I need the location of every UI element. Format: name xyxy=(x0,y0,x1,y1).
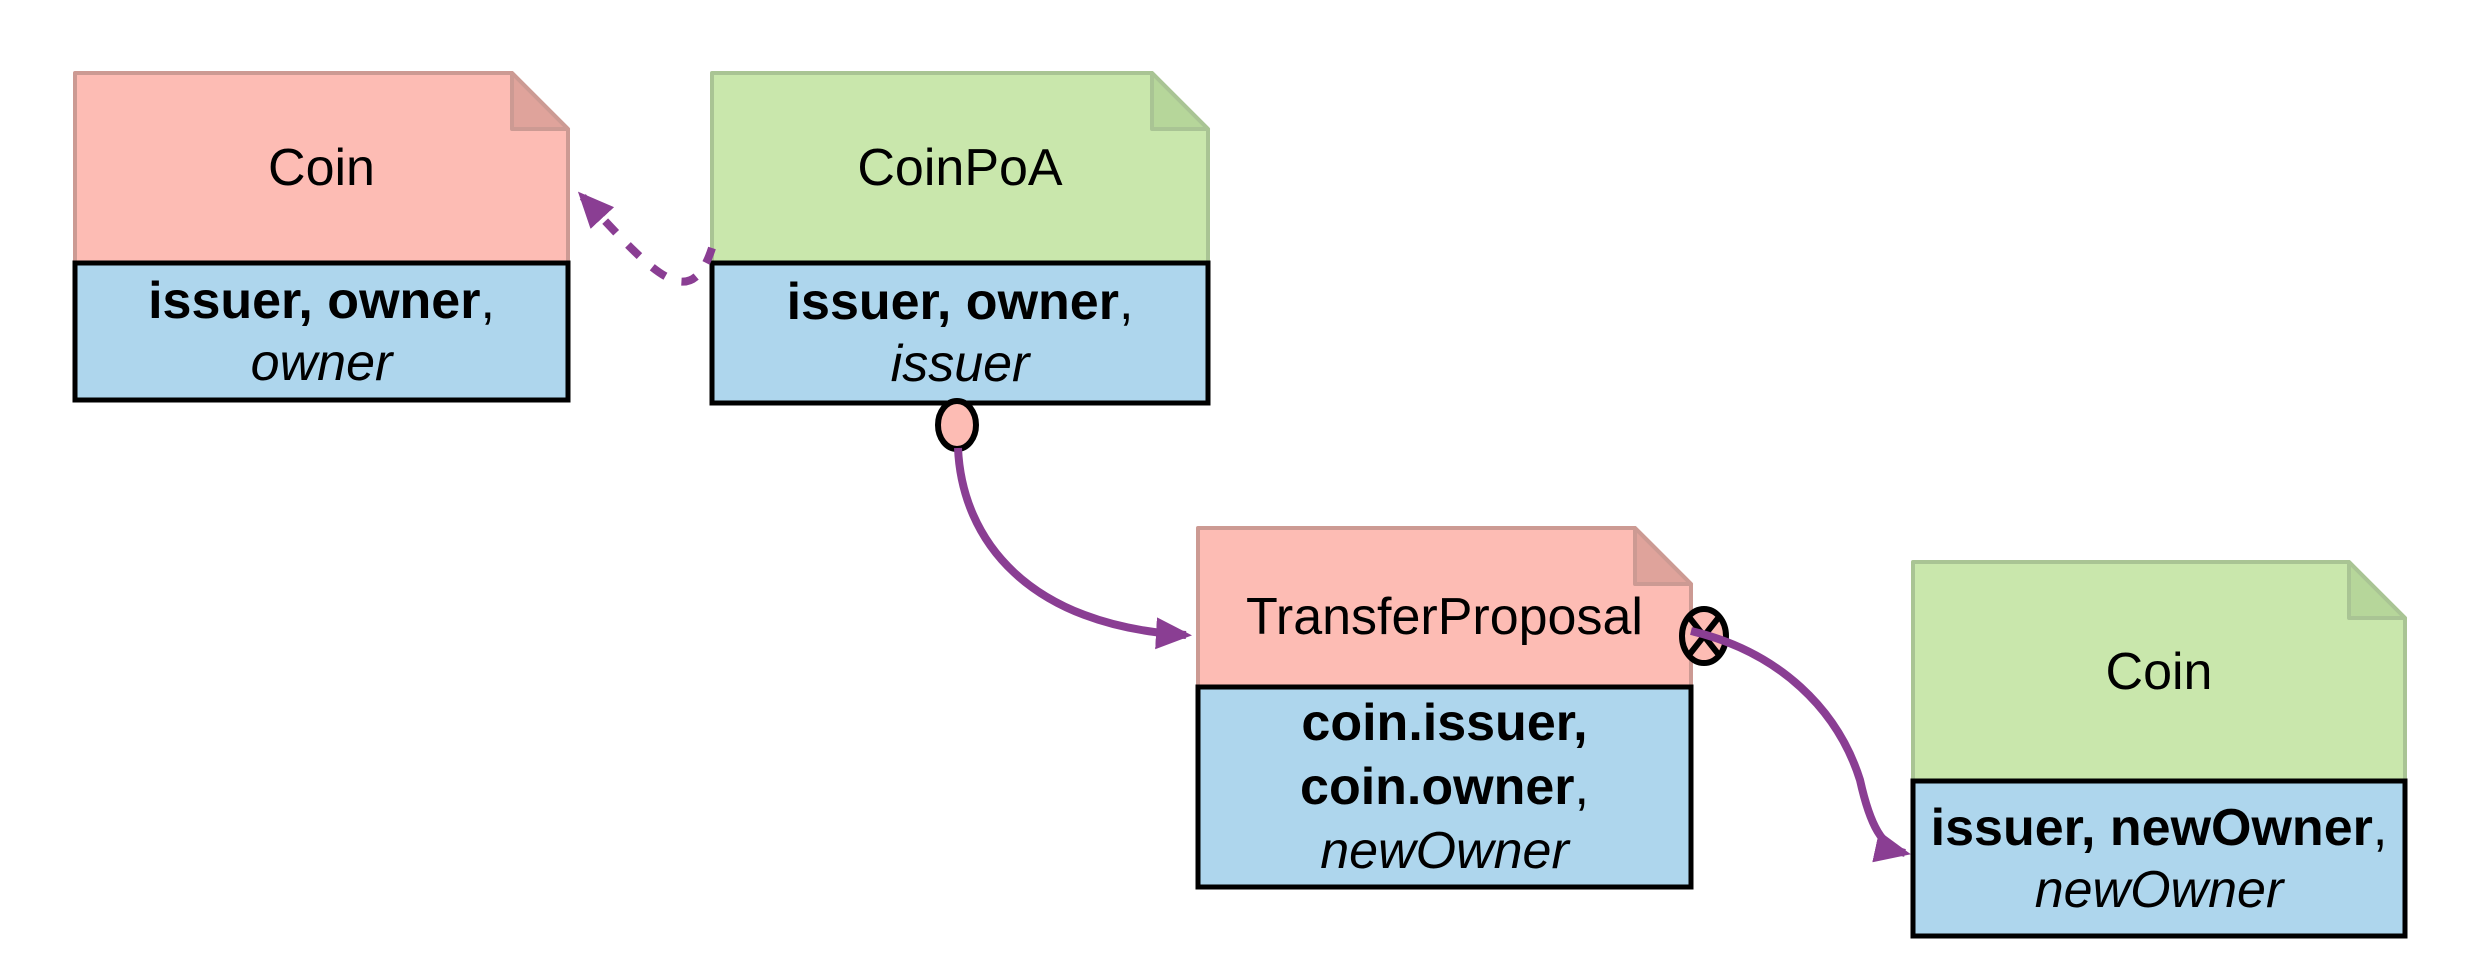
coinpoa-body-panel xyxy=(709,260,1211,406)
coin-left-body-text: issuer, owner, owner xyxy=(75,263,568,400)
coinpoa-note-header xyxy=(710,71,1210,265)
coin-left-note-header xyxy=(73,71,570,265)
coin-new-body-text: issuer, newOwner, newOwner xyxy=(1913,781,2405,936)
coin-left-body-panel xyxy=(72,260,571,403)
coin-new-title: Coin xyxy=(2105,642,2213,701)
coin-new-fold-corner-icon xyxy=(2347,560,2407,620)
coinpoa-body-text: issuer, owner, issuer xyxy=(712,263,1208,403)
coin-left-signatories-line: issuer, owner, xyxy=(148,271,495,330)
transfer-proposal-fold-corner-icon xyxy=(1633,526,1693,586)
coinpoa-fold-corner-icon xyxy=(1150,71,1210,131)
transfer-proposal-title: TransferProposal xyxy=(1246,587,1643,646)
coinpoa-title: CoinPoA xyxy=(857,139,1063,197)
transfer-proposal-signatory-line-1: coin.issuer, xyxy=(1301,694,1588,752)
transfer-proposal-controller-line: newOwner xyxy=(1320,822,1569,880)
coin-new-body-panel xyxy=(1910,778,2408,939)
coin-left-title: Coin xyxy=(268,139,375,197)
coinpoa-signatories-line: issuer, owner, xyxy=(786,273,1134,331)
coin-new-note-header xyxy=(1911,560,2407,783)
create-edge-arrow xyxy=(954,447,1192,650)
coin-left-fold-corner-icon xyxy=(510,71,570,131)
transfer-proposal-signatory-line-2: coin.owner, xyxy=(1300,758,1589,816)
reference-edge-dashed-arrow xyxy=(577,191,716,286)
archive-create-edge-arrow xyxy=(1690,627,1911,863)
coin-left-controller-line: owner xyxy=(250,333,393,392)
transfer-proposal-body-text: coin.issuer, coin.owner, newOwner xyxy=(1198,687,1691,887)
coinpoa-controller-line: issuer xyxy=(890,335,1030,393)
coin-new-controller-line: newOwner xyxy=(2034,860,2284,919)
coin-new-signatories-line: issuer, newOwner, xyxy=(1930,798,2388,857)
transfer-proposal-body-panel xyxy=(1195,684,1694,890)
choice-anchor-ellipse-icon xyxy=(935,398,979,452)
